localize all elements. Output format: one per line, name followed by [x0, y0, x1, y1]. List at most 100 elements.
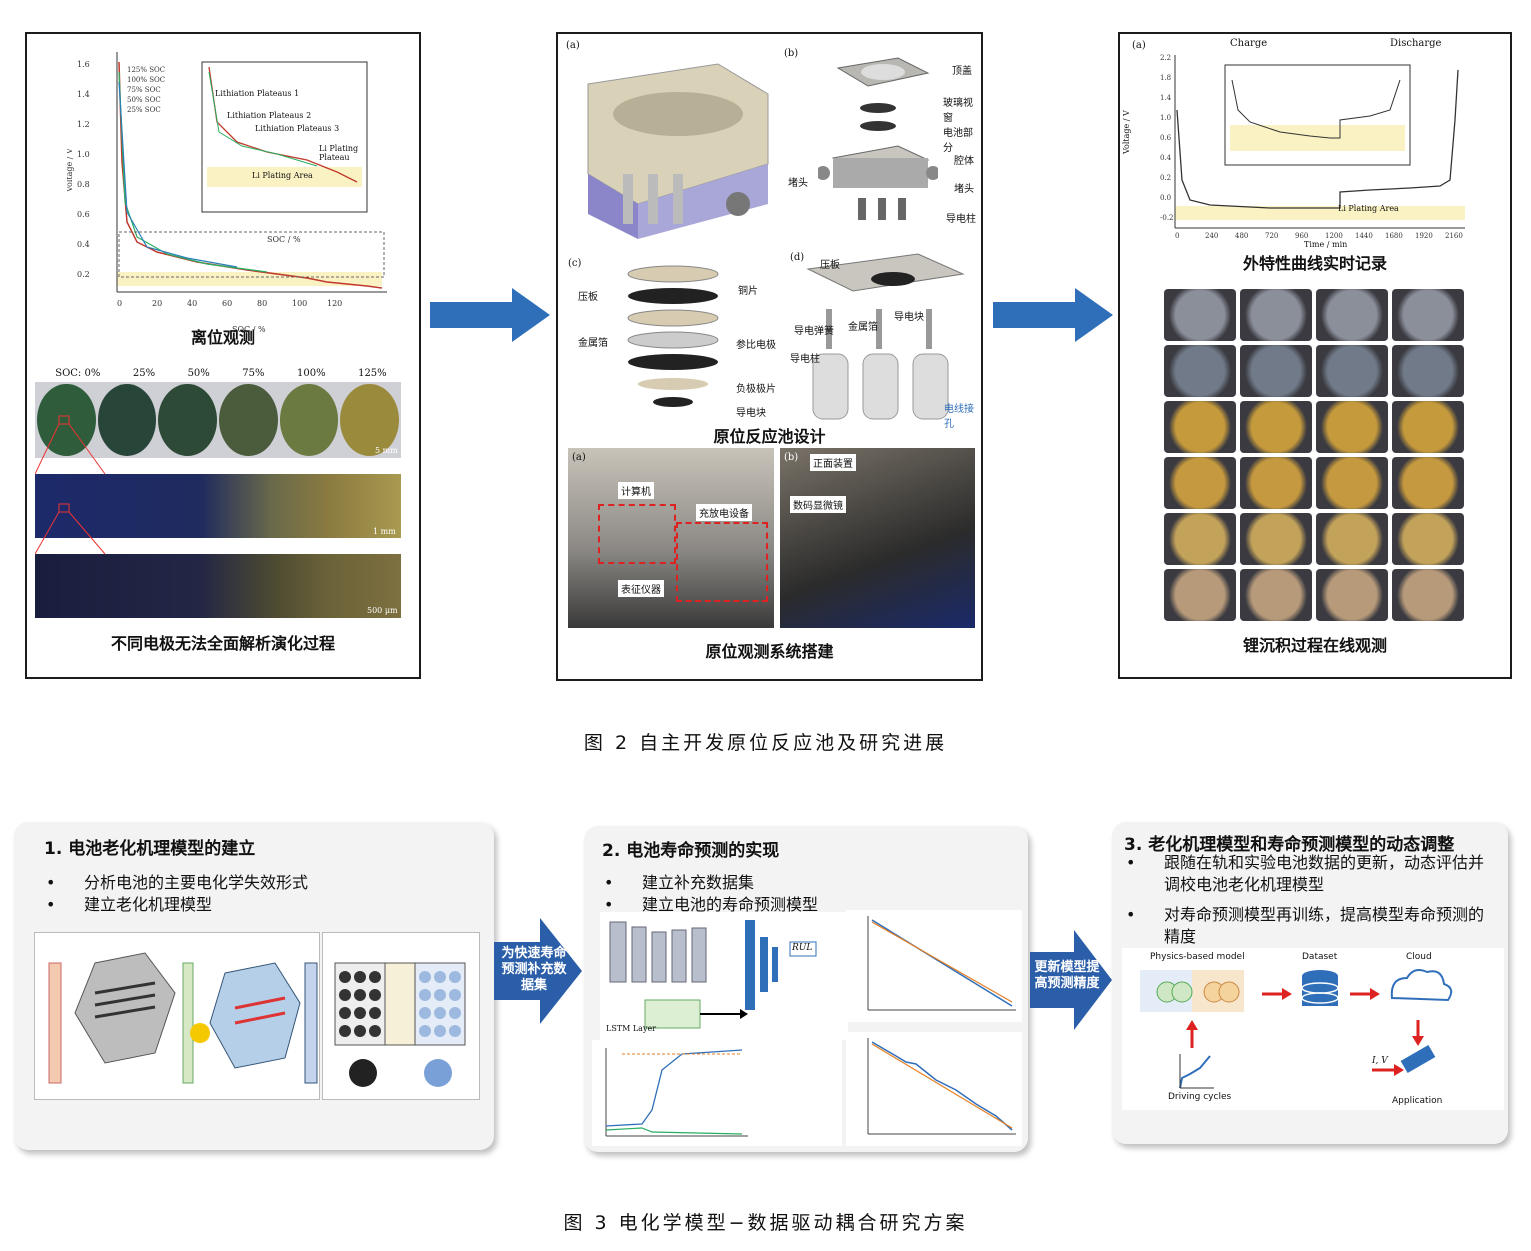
cathode-particle [419, 1007, 431, 1019]
anode-particle [354, 971, 366, 983]
figure-2-caption: 图 2 自主开发原位反应池及研究进展 [583, 732, 948, 754]
svg-text:75% SOC: 75% SOC [127, 86, 161, 94]
label-charger: 充放电设备 [696, 504, 752, 521]
label-press-plate-c: 压板 [578, 292, 598, 303]
arrow-right-icon [494, 918, 582, 1024]
svg-text:1920: 1920 [1415, 232, 1433, 240]
label-voltage-axis: Voltage / V [1122, 110, 1131, 154]
label-glass-window: 玻璃视窗 [943, 98, 973, 124]
soc-100: 100% [297, 368, 326, 379]
svg-text:960: 960 [1295, 232, 1308, 240]
observation-image [1316, 401, 1388, 453]
label-reference-electrode: 参比电极 [736, 340, 776, 351]
caption-system-build: 原位观测系统搭建 [705, 642, 834, 661]
label-plug-right: 堵头 [954, 184, 974, 195]
observation-image [1164, 401, 1236, 453]
observation-image [1164, 457, 1236, 509]
label-press-plate-d: 压板 [820, 260, 840, 271]
card3-bullet-1: 跟随在轨和实验电池数据的更新，动态评估并调校电池老化机理模型 [1124, 852, 1494, 896]
cathode-particle [449, 1007, 461, 1019]
observation-image [1316, 569, 1388, 621]
label-computer: 计算机 [618, 482, 654, 499]
svg-text:1.6: 1.6 [77, 60, 90, 69]
soc-125: 125% [358, 368, 387, 379]
svg-text:2160: 2160 [1445, 232, 1463, 240]
svg-text:0.6: 0.6 [77, 210, 90, 219]
label-dataset: Dataset [1302, 952, 1338, 962]
svg-text:60: 60 [222, 299, 232, 308]
card2-title: 2. 电池寿命预测的实现 [602, 841, 780, 861]
label-conductive-block-c: 导电块 [736, 408, 766, 419]
observation-image [1392, 345, 1464, 397]
observation-image [1240, 513, 1312, 565]
inset-label-5: Li Plating Area [252, 171, 313, 180]
label-instrument: 表征仪器 [618, 580, 664, 597]
inset-label-3: Lithiation Plateaus 3 [255, 124, 340, 133]
card1-bullet-1: 分析电池的主要电化学失效形式 [44, 872, 308, 894]
svg-text:0.4: 0.4 [77, 240, 90, 249]
observation-image [1392, 289, 1464, 341]
soc-0: SOC: 0% [55, 368, 101, 379]
cathode-particle [449, 971, 461, 983]
adjustment-flow-diagram: Physics-based model Dataset Cloud Drivin… [1122, 948, 1504, 1110]
label-negative-sheet: 负极极片 [736, 384, 776, 395]
anode-particle [339, 971, 351, 983]
svg-text:SOC / %: SOC / % [267, 235, 301, 244]
svg-text:125% SOC: 125% SOC [127, 66, 165, 74]
observation-image [1392, 569, 1464, 621]
observation-image [1392, 457, 1464, 509]
soc-50: 50% [187, 368, 210, 379]
card3-title: 3. 老化机理模型和寿命预测模型的动态调整 [1124, 835, 1455, 855]
sublabel-photo-b: (b) [784, 452, 799, 463]
svg-text:100: 100 [292, 299, 307, 308]
rul-prediction-chart-1 [846, 910, 1022, 1022]
label-physics-model: Physics-based model [1150, 952, 1245, 962]
sublabel-b: (b) [784, 48, 799, 59]
sublabel-a: (a) [566, 40, 580, 51]
scale-1mm: 1 mm [373, 527, 396, 536]
svg-text:480: 480 [1235, 232, 1248, 240]
inset-label-2: Lithiation Plateaus 2 [227, 111, 312, 120]
sublabel-d: (d) [790, 252, 805, 263]
svg-text:-0.2: -0.2 [1160, 214, 1174, 222]
svg-text:1.0: 1.0 [1160, 114, 1171, 122]
arrow-right-icon [430, 288, 550, 342]
observation-image [1316, 289, 1388, 341]
rul-label: RUL [792, 943, 813, 953]
card-aging-model: 1. 电池老化机理模型的建立 分析电池的主要电化学失效形式 建立老化机理模型 [14, 822, 494, 1150]
label-metal-foil-c: 金属箔 [578, 338, 608, 349]
electrode-cell-diagram [322, 932, 480, 1100]
label-front-device: 正面装置 [810, 454, 856, 471]
label-cloud: Cloud [1406, 952, 1432, 962]
rul-prediction-chart-2 [846, 1032, 1022, 1146]
label-digital-microscope: 数码显微镜 [790, 496, 846, 513]
cathode-particle [434, 971, 446, 983]
anode-particle [339, 989, 351, 1001]
sublabel-c: (c) [568, 258, 582, 269]
observation-image [1316, 513, 1388, 565]
svg-text:20: 20 [152, 299, 162, 308]
caption-curve: 外特性曲线实时记录 [1242, 254, 1387, 273]
card-life-prediction: 2. 电池寿命预测的实现 建立补充数据集 建立电池的寿命预测模型 RUL LST… [584, 826, 1028, 1152]
label-conductive-block-d: 导电块 [894, 312, 924, 323]
soc-25: 25% [132, 368, 156, 379]
microscope-strip-2 [35, 554, 401, 618]
panel-in-situ-cell: (a) (b) 顶盖 玻璃视窗 电池部分 腔体 堵头 堵头 导电柱 (c) 压板… [556, 32, 983, 681]
observation-image [1240, 289, 1312, 341]
label-discharge: Discharge [1390, 38, 1442, 49]
lstm-label: LSTM Layer [606, 1024, 657, 1033]
label-metal-foil-d: 金属箔 [848, 322, 878, 333]
arrow2-label: 更新模型提高预测精度 [1034, 960, 1100, 991]
svg-text:1.2: 1.2 [77, 120, 90, 129]
svg-text:120: 120 [327, 299, 342, 308]
label-conductive-post: 导电柱 [946, 214, 976, 225]
anode-particle [369, 1025, 381, 1037]
observation-image [1392, 513, 1464, 565]
svg-text:0.2: 0.2 [77, 270, 90, 279]
inset-label-1: Lithiation Plateaus 1 [215, 89, 300, 98]
svg-text:0.8: 0.8 [77, 180, 90, 189]
card1-title: 1. 电池老化机理模型的建立 [44, 839, 256, 859]
cathode-particle [434, 1007, 446, 1019]
cell-cutaway-render [587, 63, 769, 239]
